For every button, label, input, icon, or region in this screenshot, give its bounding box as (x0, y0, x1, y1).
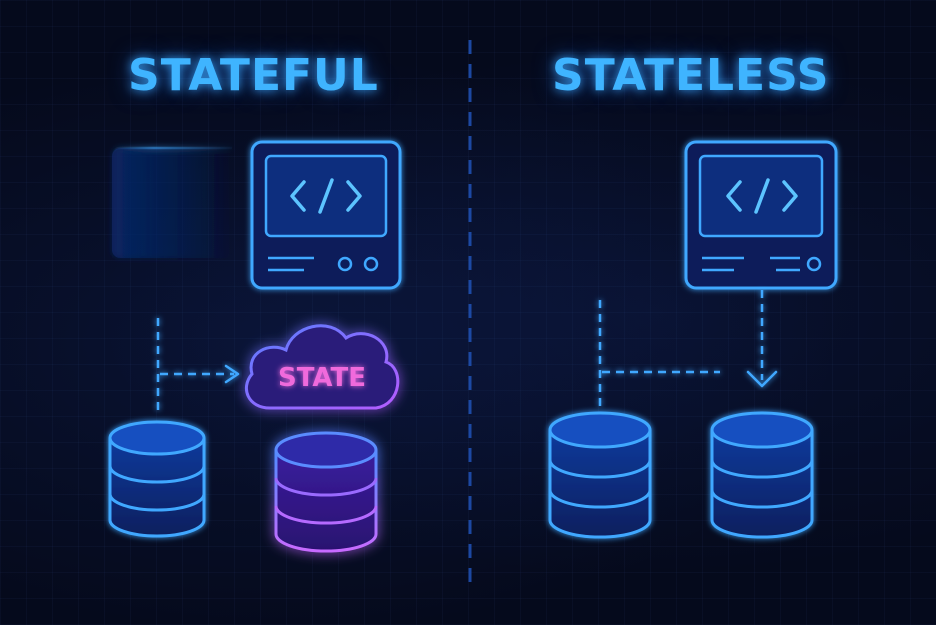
stateful-database-icon (108, 420, 206, 538)
stateless-server-icon (684, 140, 838, 290)
stateless-database-icon-1 (548, 411, 652, 539)
state-cloud-icon (245, 324, 400, 410)
stateless-code-icon (726, 178, 798, 214)
stateful-dashed-connector (156, 318, 234, 412)
stateless-dashed-connector (598, 290, 764, 408)
stateful-code-icon (290, 178, 362, 214)
state-database-icon (274, 431, 378, 553)
state-label: STATE (278, 363, 366, 393)
stateful-heading: STATEFUL (128, 50, 379, 101)
arrow-down-icon (746, 370, 778, 388)
stateless-database-icon-2 (710, 411, 814, 539)
stateful-client-panel (110, 146, 232, 258)
stateless-heading: STATELESS (552, 50, 830, 101)
arrow-right-icon (224, 364, 240, 384)
stateful-server-icon (250, 140, 402, 290)
stateless-request-lines (540, 171, 668, 227)
